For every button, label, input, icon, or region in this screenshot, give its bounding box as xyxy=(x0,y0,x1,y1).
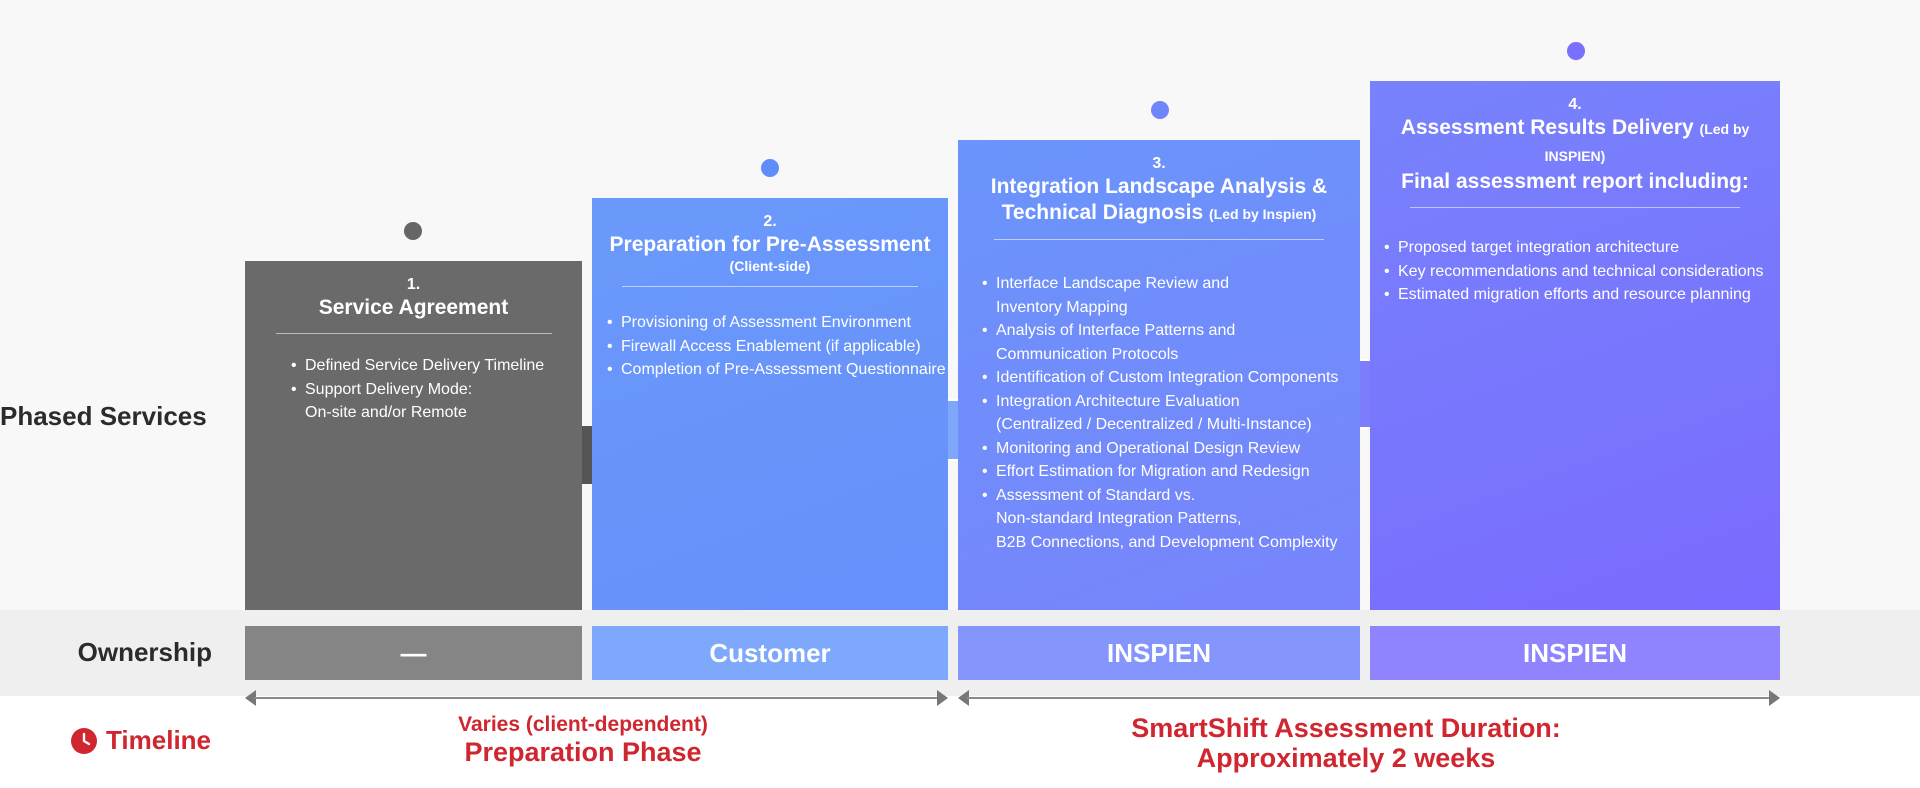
phase-4-title: Assessment Results Delivery (Led by INSP… xyxy=(1400,116,1750,164)
phased-services-label: Phased Services xyxy=(0,401,207,431)
list-item: Integration Architecture Evaluation(Cent… xyxy=(982,390,1360,437)
phase-3-title-line-1: Integration Landscape Analysis & xyxy=(990,175,1328,198)
phase-1-number: 1. xyxy=(406,276,421,293)
list-item: Monitoring and Operational Design Review xyxy=(982,437,1360,461)
phase-1-items: Defined Service Delivery Timeline Suppor… xyxy=(291,354,582,425)
prep-duration-text: Varies (client-dependent) xyxy=(458,713,708,736)
assess-timeline-line xyxy=(967,697,1771,699)
assess-arrow-left xyxy=(958,690,969,706)
phase-2-subtitle: (Client-side) xyxy=(729,258,811,274)
list-item: Firewall Access Enablement (if applicabl… xyxy=(607,335,948,359)
timeline-label-text: Timeline xyxy=(106,725,212,755)
clock-icon xyxy=(71,727,97,754)
list-item: Interface Landscape Review andInventory … xyxy=(982,272,1360,319)
list-item: Proposed target integration architecture xyxy=(1384,236,1780,260)
prep-arrow-right xyxy=(937,690,948,706)
phase-4-led-by: (Led by INSPIEN) xyxy=(1544,121,1750,164)
phase-4-number: 4. xyxy=(1568,96,1582,113)
list-item: Provisioning of Assessment Environment xyxy=(607,311,948,335)
phase-3-led-by: (Led by Inspien) xyxy=(1209,206,1317,222)
ownership-phase-1: — xyxy=(245,626,582,680)
phase-4-marker xyxy=(1567,42,1585,60)
timeline-label: Timeline xyxy=(70,725,211,756)
phase-2-number: 2. xyxy=(763,213,777,230)
assess-arrow-right xyxy=(1769,690,1780,706)
ownership-phase-4: INSPIEN xyxy=(1370,626,1780,680)
prep-arrow-left xyxy=(245,690,256,706)
phase-4-card: 4. Assessment Results Delivery (Led by I… xyxy=(1370,81,1780,610)
list-item: Key recommendations and technical consid… xyxy=(1384,260,1780,284)
list-item: Defined Service Delivery Timeline xyxy=(291,354,582,378)
list-item: Assessment of Standard vs.Non-standard I… xyxy=(982,484,1360,555)
phase-1-card: 1. Service Agreement Defined Service Del… xyxy=(245,261,582,610)
phase-2-title: Preparation for Pre-Assessment xyxy=(609,233,931,256)
phase-2-marker xyxy=(761,159,779,177)
ownership-label: Ownership xyxy=(77,637,212,667)
ownership-phase-2: Customer xyxy=(592,626,948,680)
timeline-band xyxy=(0,696,1920,788)
phase-1-divider xyxy=(275,333,552,334)
prep-timeline-line xyxy=(254,697,939,699)
phase-2-card: 2. Preparation for Pre-Assessment (Clien… xyxy=(592,198,948,610)
phase-3-card: 3. Integration Landscape Analysis & Tech… xyxy=(958,140,1360,610)
phase-3-items: Interface Landscape Review andInventory … xyxy=(982,272,1360,554)
phase-3-divider xyxy=(994,239,1324,240)
phase-1-marker xyxy=(404,222,422,240)
list-item: Identification of Custom Integration Com… xyxy=(982,366,1360,390)
phase-4-title-line-2: Final assessment report including: xyxy=(1401,170,1749,193)
assess-duration-title: SmartShift Assessment Duration: xyxy=(1131,713,1561,743)
assess-duration-value: Approximately 2 weeks xyxy=(1196,743,1496,773)
phase-4-divider xyxy=(1410,207,1740,208)
phase-1-title: Service Agreement xyxy=(318,296,509,319)
phase-3-number: 3. xyxy=(1152,155,1166,172)
phase-2-divider xyxy=(622,286,918,287)
phase-4-items: Proposed target integration architecture… xyxy=(1384,236,1780,307)
list-item: Estimated migration efforts and resource… xyxy=(1384,283,1780,307)
phase-2-items: Provisioning of Assessment Environment F… xyxy=(607,311,948,382)
list-item: Support Delivery Mode:On-site and/or Rem… xyxy=(291,378,582,425)
list-item: Effort Estimation for Migration and Rede… xyxy=(982,460,1360,484)
list-item: Analysis of Interface Patterns andCommun… xyxy=(982,319,1360,366)
ownership-phase-3: INSPIEN xyxy=(958,626,1360,680)
phase-3-marker xyxy=(1151,101,1169,119)
list-item: Completion of Pre-Assessment Questionnai… xyxy=(607,358,948,382)
phase-3-title-line-2: Technical Diagnosis (Led by Inspien) xyxy=(1001,201,1317,224)
prep-phase-label: Preparation Phase xyxy=(464,737,702,767)
